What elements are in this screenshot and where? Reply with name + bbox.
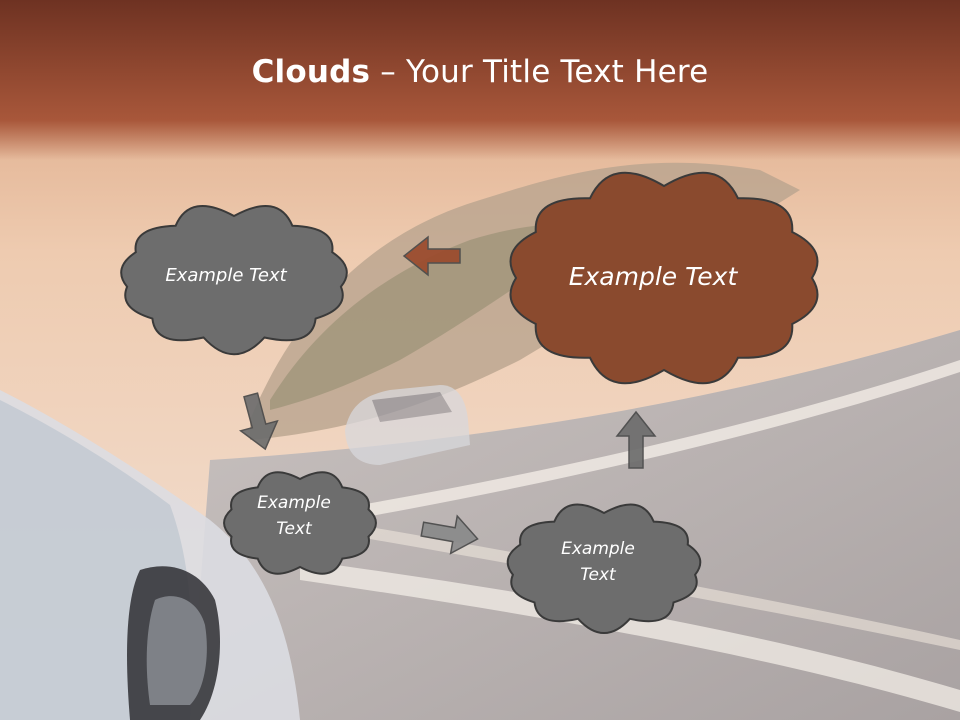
arrow-up-icon	[615, 410, 657, 469]
header-band	[0, 0, 960, 160]
title-bold: Clouds	[251, 54, 371, 90]
cloud-shape-2	[509, 171, 819, 385]
arrow-left-icon	[402, 235, 461, 277]
cloud-label-1: Example Text	[165, 265, 287, 286]
lane-line	[360, 360, 960, 518]
lane-line	[300, 560, 960, 712]
title-dash: –	[370, 54, 406, 90]
cloud-shape-3	[223, 471, 377, 575]
title-rest: Your Title Text Here	[406, 54, 709, 90]
arrow-right-icon	[420, 514, 479, 555]
cloud-label-2: Example Text	[568, 262, 738, 291]
cloud-label-4: Example Text	[561, 539, 635, 586]
cloud-label-3: Example Text	[257, 493, 331, 540]
cloud-shape-1	[120, 205, 348, 356]
arrow-down-icon	[238, 392, 279, 451]
mirror-glass	[146, 596, 207, 705]
cloud-shape-4	[506, 503, 702, 634]
oncoming-car	[345, 385, 470, 465]
slide-title: Clouds – Your Title Text Here	[0, 54, 960, 90]
